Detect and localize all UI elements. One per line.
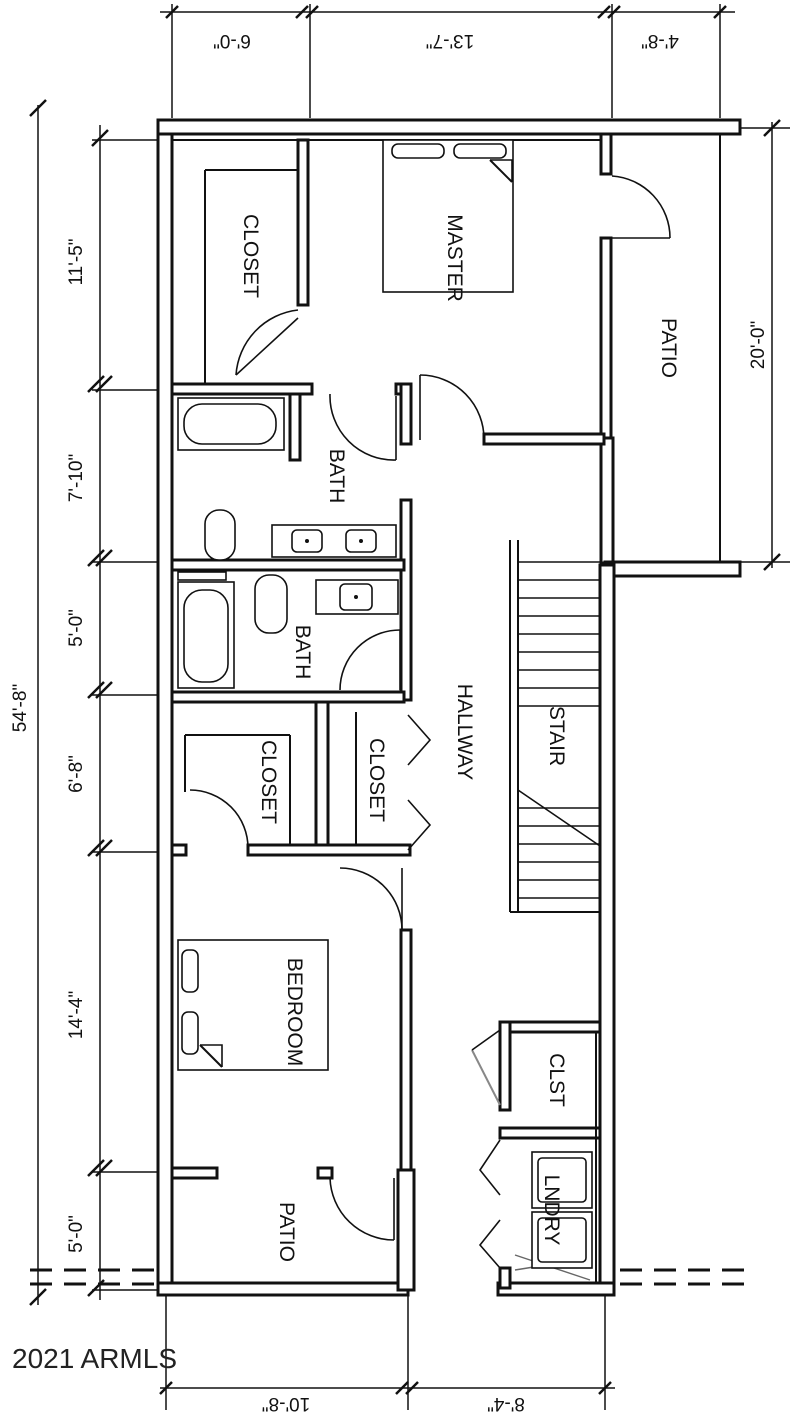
dim-overall-left: 54'-8"	[10, 684, 31, 732]
label-clst: CLST	[545, 1053, 568, 1107]
dim-left-5: 14'-4"	[66, 991, 87, 1039]
copyright-watermark: 2021 ARMLS	[12, 1343, 177, 1374]
dim-left-3: 5'-0"	[66, 609, 87, 647]
master-bed	[382, 139, 514, 293]
dim-patio-right: 20'-0"	[748, 321, 769, 369]
walls	[156, 118, 742, 1297]
label-patio-east: PATIO	[657, 318, 680, 378]
label-patio-south: PATIO	[275, 1202, 298, 1262]
label-bath-lower: BATH	[291, 625, 314, 679]
dim-left-4: 6'-8"	[66, 755, 87, 793]
dim-bottom-right: 8'-4"	[487, 1393, 525, 1414]
vanity-double	[271, 524, 397, 558]
label-stair: STAIR	[545, 706, 568, 766]
toilet-upper	[204, 509, 236, 561]
dimension-labels: 6'-0" 13'-7" 4'-8" 11'-5" 7'-10" 5'-0" 6…	[10, 30, 769, 1414]
label-master: MASTER	[443, 214, 466, 302]
stair-treads	[517, 561, 601, 899]
label-lndry: LNDRY	[540, 1175, 563, 1246]
dim-top-left: 6'-0"	[213, 30, 251, 51]
toilet-lower	[254, 574, 288, 634]
dim-top-right: 4'-8"	[641, 30, 679, 51]
label-bath-upper: BATH	[325, 449, 348, 503]
label-closet-b: CLOSET	[365, 738, 388, 822]
dim-left-1: 11'-5"	[66, 239, 87, 286]
fixtures	[177, 139, 593, 1269]
dim-left-2: 7'-10"	[66, 454, 87, 502]
label-bedroom: BEDROOM	[283, 958, 306, 1067]
label-hallway: HALLWAY	[453, 684, 476, 780]
dimension-lines	[29, 4, 790, 1410]
label-closet-a: CLOSET	[257, 740, 280, 824]
dim-bottom-left: 10'-8"	[262, 1393, 310, 1414]
dim-top-middle: 13'-7"	[426, 30, 474, 51]
room-labels: MASTER CLOSET PATIO BATH BATH HALLWAY ST…	[239, 214, 680, 1262]
doors	[189, 175, 671, 1281]
label-closet-master: CLOSET	[239, 214, 262, 298]
dim-left-6: 5'-0"	[66, 1215, 87, 1253]
